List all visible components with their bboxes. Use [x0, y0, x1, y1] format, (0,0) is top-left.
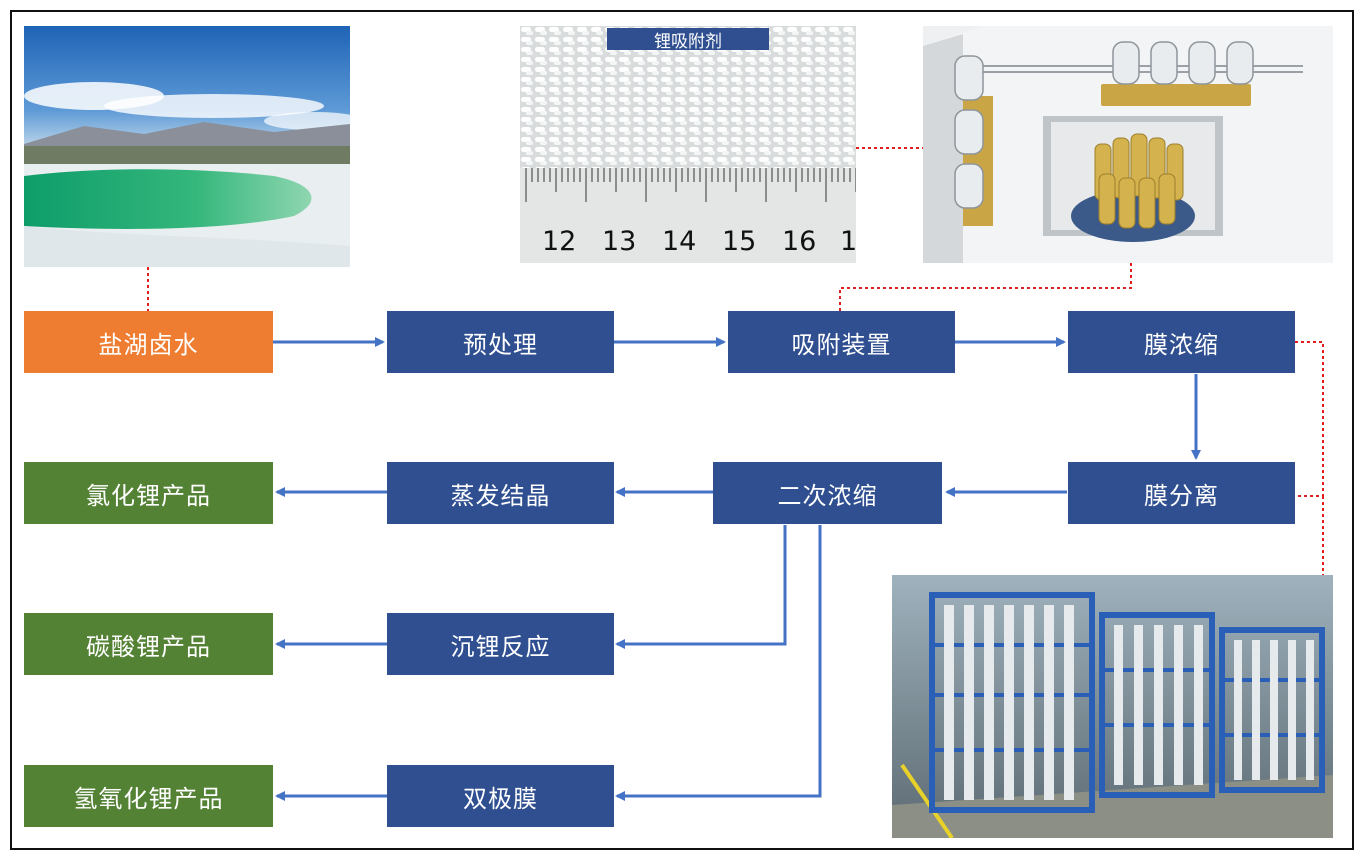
node-bipolar: 双极膜 — [387, 765, 614, 827]
adsorbent-caption: 锂吸附剂 — [607, 28, 769, 52]
ruler-label: 14 — [662, 226, 697, 257]
node-membrane-conc: 膜浓缩 — [1068, 311, 1295, 373]
ruler-label: 15 — [722, 226, 757, 257]
node-li-precip: 沉锂反应 — [387, 613, 614, 675]
node-secondary-conc: 二次浓缩 — [713, 462, 942, 524]
node-li2co3-product: 碳酸锂产品 — [24, 613, 273, 675]
arrow-secconc-bipolar — [615, 525, 822, 801]
diagram-frame — [10, 10, 1354, 850]
node-evap-cryst: 蒸发结晶 — [387, 462, 614, 524]
node-membrane-sep: 膜分离 — [1068, 462, 1295, 524]
ruler-label: 13 — [602, 226, 637, 257]
ruler-label: 12 — [542, 226, 577, 257]
adsorption-device-render — [923, 26, 1333, 263]
dotted-link-device — [839, 263, 1132, 311]
ruler-labels: 12 13 14 15 16 1 — [520, 226, 856, 262]
arrow-secconc-precip — [615, 525, 787, 649]
salt-lake-photo — [24, 26, 350, 267]
ruler-label: 16 — [782, 226, 817, 257]
adsorbent-photo: 锂吸附剂 12 13 14 15 16 1 — [520, 26, 856, 263]
node-pretreat: 预处理 — [387, 311, 614, 373]
node-adsorb: 吸附装置 — [728, 311, 955, 373]
node-brine: 盐湖卤水 — [24, 311, 273, 373]
membrane-plant-photo — [892, 575, 1333, 838]
ruler-label: 1 — [840, 226, 856, 257]
node-licl-product: 氯化锂产品 — [24, 462, 273, 524]
dotted-link-membranes — [1295, 341, 1324, 497]
node-lioh-product: 氢氧化锂产品 — [24, 765, 273, 827]
